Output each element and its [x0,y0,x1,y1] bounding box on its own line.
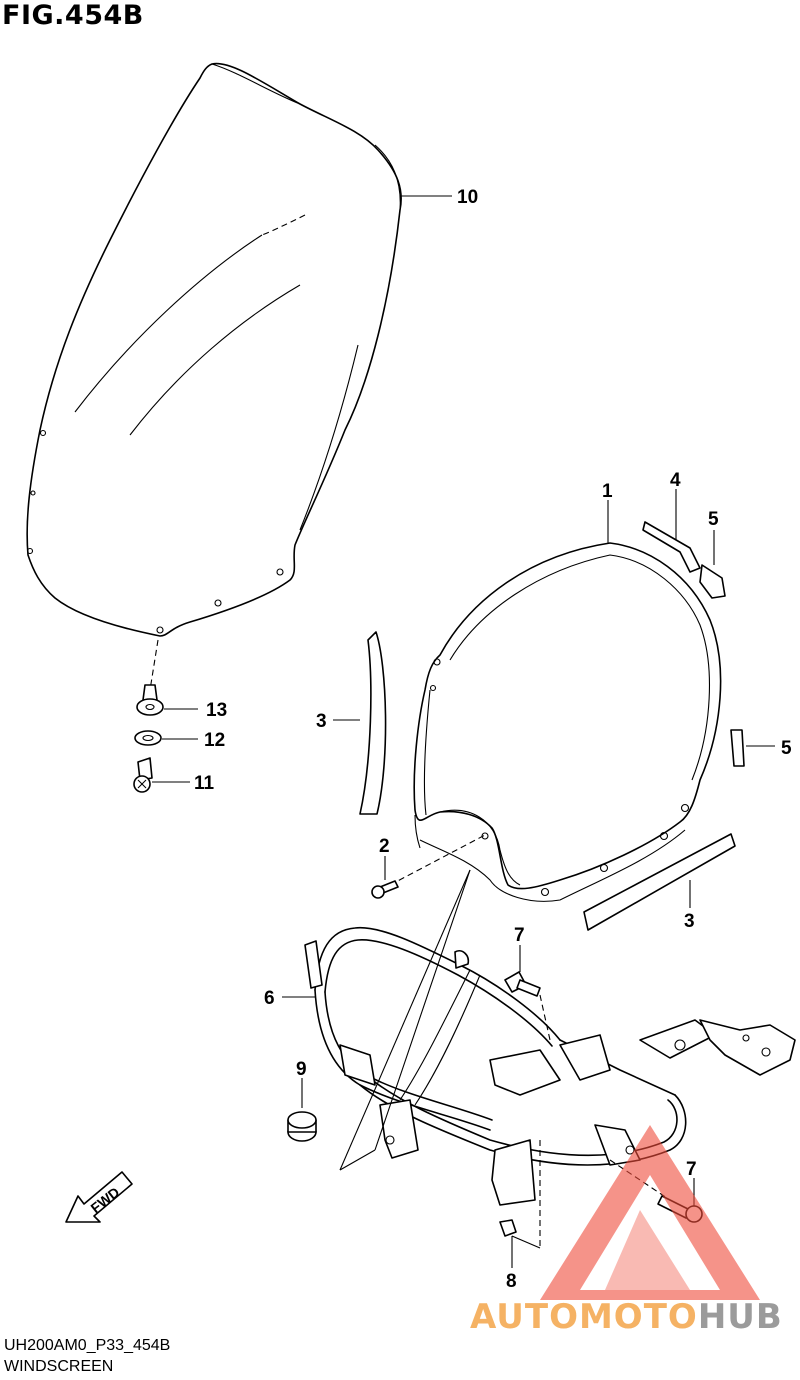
callout-11: 11 [194,773,215,794]
diagram-caption: WINDSCREEN [4,1358,114,1375]
fastener-stack [133,639,198,793]
callout-6: 6 [264,988,275,1009]
watermark-logo: AUTOMOTOHUB [470,1125,783,1337]
watermark-triangle-icon [540,1125,760,1300]
screw-2 [371,834,486,899]
bolt-7-upper [504,945,551,1041]
strips-top-right [642,489,775,767]
frame-bracket [282,869,796,1206]
callout-12: 12 [204,730,225,751]
callout-3-right: 3 [684,911,695,932]
inner-cover-part [413,500,722,902]
figure-title: FIG.454B [2,0,144,31]
grommet-9 [287,1078,317,1142]
watermark-auto: AUTOMOTO [470,1297,698,1337]
callout-2: 2 [379,836,390,857]
callout-7-upper: 7 [514,925,525,946]
callout-13: 13 [206,700,227,721]
callout-9: 9 [296,1059,307,1080]
svg-text:AUTOMOTOHUB: AUTOMOTOHUB [470,1297,783,1337]
watermark-hub: HUB [698,1297,783,1337]
callout-8: 8 [506,1271,517,1292]
trim-strips [333,631,736,931]
callout-7-lower: 7 [686,1159,697,1180]
fwd-arrow: FWD [65,1171,133,1223]
callout-5-upper: 5 [708,509,719,530]
callout-10: 10 [457,187,478,208]
callout-5-lower: 5 [781,738,792,759]
callout-1: 1 [602,481,613,502]
callout-4: 4 [670,470,681,491]
diagram-code: UH200AM0_P33_454B [4,1337,171,1354]
windscreen-part [26,62,452,637]
callout-labels: 10 1 4 5 5 3 3 2 13 12 11 7 6 9 7 8 [194,187,792,1292]
callout-3-left: 3 [316,711,327,732]
